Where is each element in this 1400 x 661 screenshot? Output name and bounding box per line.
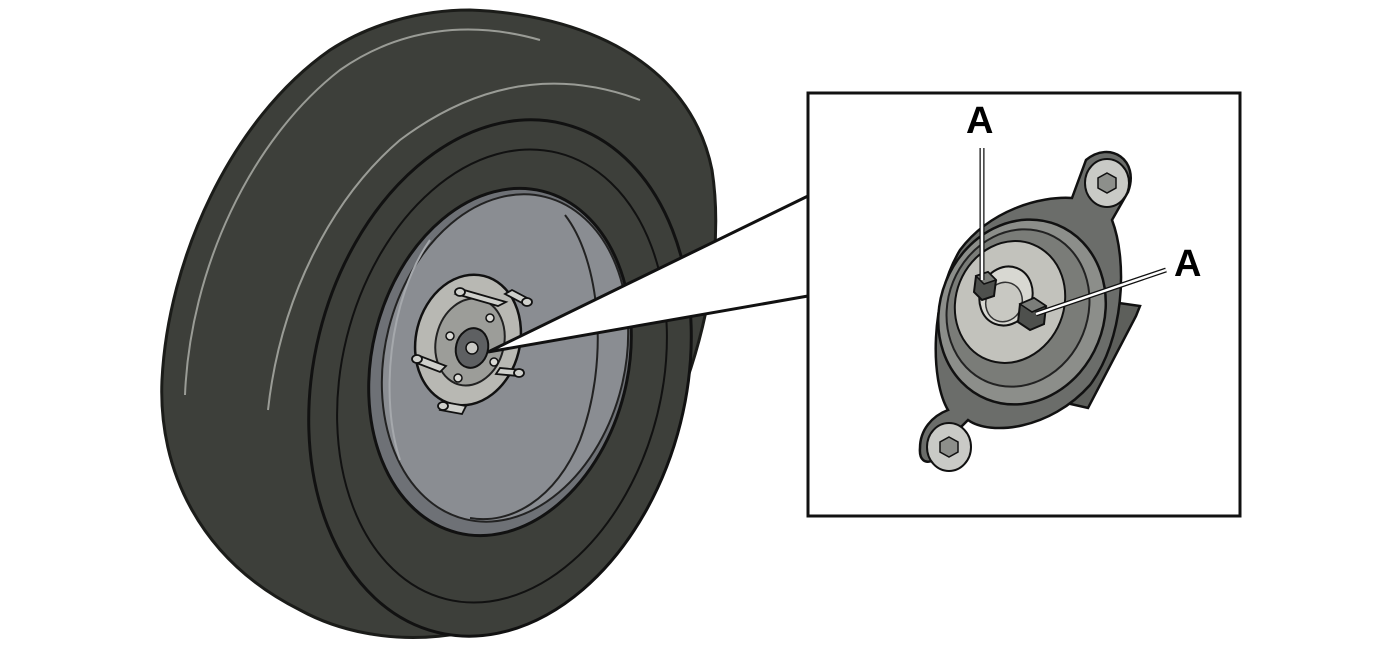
hub	[411, 273, 533, 416]
wheel-studs	[411, 287, 533, 416]
upper-bolt-icon	[1084, 158, 1130, 208]
tire-shoulder-line-2	[267, 82, 641, 411]
callout-label-a-upper: A	[966, 100, 994, 142]
hex-nut-icon	[1016, 296, 1048, 332]
lower-bolt-icon	[926, 422, 972, 472]
tire-sidewall-inner	[336, 148, 668, 604]
hex-nut-icon	[972, 270, 998, 302]
wheel-illustration	[160, 8, 718, 639]
detail-inset	[806, 91, 1242, 518]
callout-label-a-right: A	[1174, 243, 1202, 285]
leader-line-right	[1035, 267, 1167, 317]
rim-highlight	[388, 239, 431, 461]
tire-shoulder-line	[184, 28, 541, 396]
magnify-wedge	[487, 194, 809, 354]
rim-well-edge	[469, 214, 599, 521]
